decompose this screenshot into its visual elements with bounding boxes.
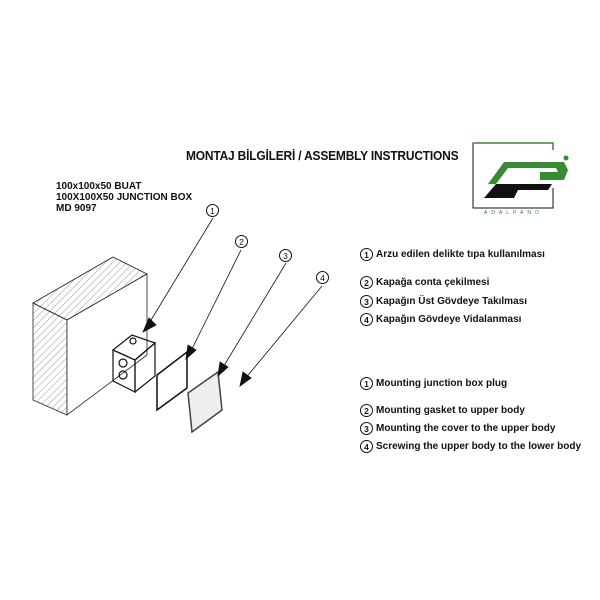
callout-leaders xyxy=(142,217,323,387)
step-number: 3 xyxy=(360,422,373,435)
step-number: 1 xyxy=(360,248,373,261)
cover xyxy=(187,370,223,434)
logo-wordmark: ADALPANO xyxy=(484,210,543,216)
adalpano-logo xyxy=(472,142,569,209)
step-number: 4 xyxy=(360,440,373,453)
step-text: Arzu edilen delikte tıpa kullanılması xyxy=(376,249,545,260)
step-text: Mounting gasket to upper body xyxy=(376,405,525,416)
step-text: Kapağa conta çekilmesi xyxy=(376,277,490,288)
step-number: 4 xyxy=(360,313,373,326)
step-text: Mounting junction box plug xyxy=(376,378,508,389)
junction-box xyxy=(111,334,157,394)
callout-2: 2 xyxy=(235,235,248,248)
step-text: Mounting the cover to the upper body xyxy=(376,423,556,434)
callout-4: 4 xyxy=(316,271,329,284)
step-text: Kapağın Üst Gövdeye Takılması xyxy=(376,296,527,307)
step-number: 2 xyxy=(360,404,373,417)
wall xyxy=(32,256,148,416)
product-code: MD 9097 xyxy=(56,203,97,214)
step-number: 2 xyxy=(360,276,373,289)
step-text: Kapağın Gövdeye Vidalanması xyxy=(376,314,522,325)
page-title: MONTAJ BİLGİLERİ / ASSEMBLY INSTRUCTIONS xyxy=(186,148,459,163)
callout-1: 1 xyxy=(206,204,219,217)
step-text: Screwing the upper body to the lower bod… xyxy=(376,441,582,452)
product-name-tr: 100x100x50 BUAT xyxy=(56,181,142,192)
callout-3: 3 xyxy=(279,249,292,262)
product-name-en: 100X100X50 JUNCTION BOX xyxy=(56,192,193,203)
step-number: 3 xyxy=(360,295,373,308)
step-number: 1 xyxy=(360,377,373,390)
gasket xyxy=(156,350,188,412)
assembly-diagram xyxy=(32,217,323,434)
